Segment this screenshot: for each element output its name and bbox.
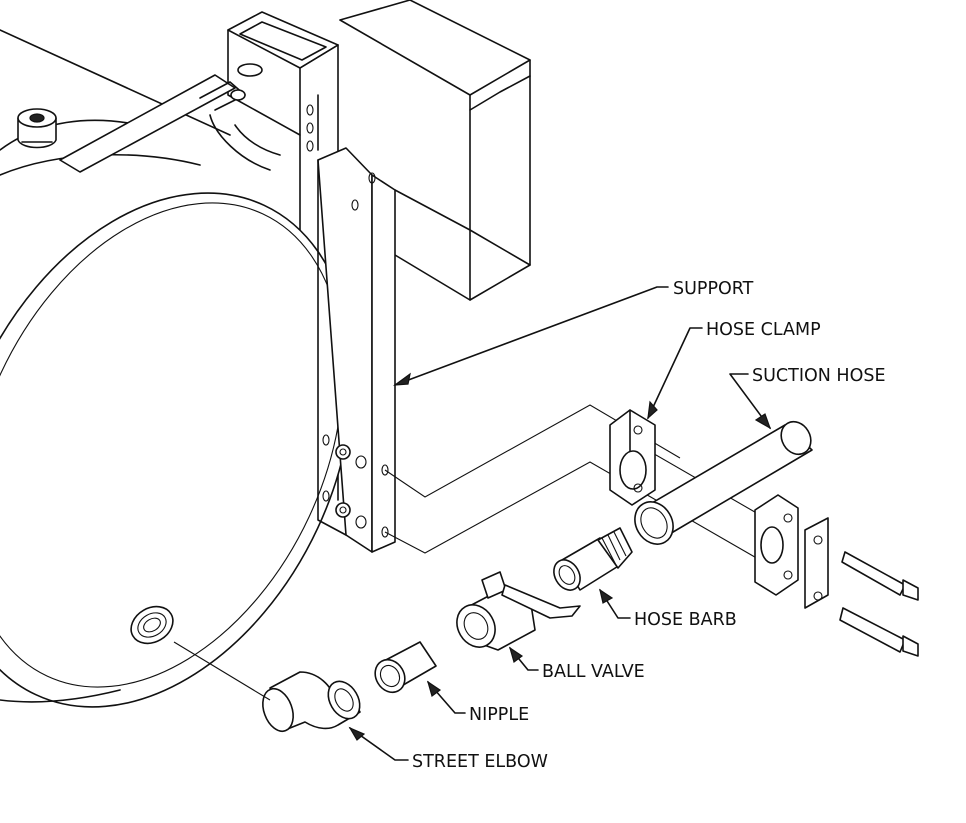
handle-arm [59, 63, 281, 173]
support-leader [394, 286, 669, 386]
clamp-bolts [839, 551, 919, 657]
tank-drum [0, 29, 354, 708]
label-hose-clamp: HOSE CLAMP [706, 320, 821, 340]
label-suction-hose: SUCTION HOSE [752, 366, 886, 386]
hose-barb [553, 527, 633, 591]
label-support: SUPPORT [673, 279, 754, 299]
filler-cap [17, 108, 57, 149]
label-hose-barb: HOSE BARB [634, 610, 737, 630]
suction-hose-leader [729, 373, 771, 429]
hose-clamp-rear [609, 409, 656, 506]
label-ball-valve: BALL VALVE [542, 662, 645, 682]
label-street-elbow: STREET ELBOW [412, 752, 548, 772]
suction-hose [634, 420, 813, 545]
label-nipple: NIPPLE [469, 705, 529, 725]
ball-valve [456, 571, 581, 651]
hose-clamp-leader [647, 327, 703, 419]
hose-clamp-front [754, 494, 829, 609]
leader-lines [348, 286, 772, 761]
frame-channel-beam [339, 0, 531, 301]
support-bracket [317, 147, 396, 553]
street-elbow [173, 641, 361, 733]
street-elbow-leader [349, 727, 409, 761]
nipple [374, 641, 437, 694]
